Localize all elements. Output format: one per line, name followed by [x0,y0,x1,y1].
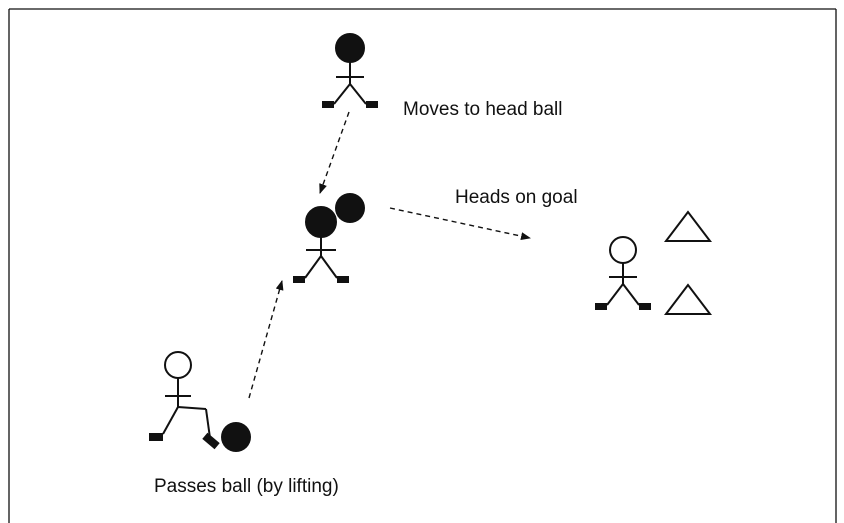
ball-pass [221,422,251,452]
goal-cone-top [663,210,713,242]
goalkeeper [595,236,651,310]
goal-cone-bottom [663,283,713,315]
ball-headed [335,193,365,223]
player-passer [149,351,220,450]
diagram-frame [8,8,837,523]
header-path-arrow [389,207,531,241]
label-heads-on-goal: Heads on goal [455,187,578,208]
pass-path-arrow [248,280,284,399]
label-moves-to-head: Moves to head ball [403,99,563,120]
run-path-arrow [319,111,350,194]
label-passes-ball: Passes ball (by lifting) [154,476,339,497]
player-runner-top [322,33,378,108]
player-header [293,206,349,283]
